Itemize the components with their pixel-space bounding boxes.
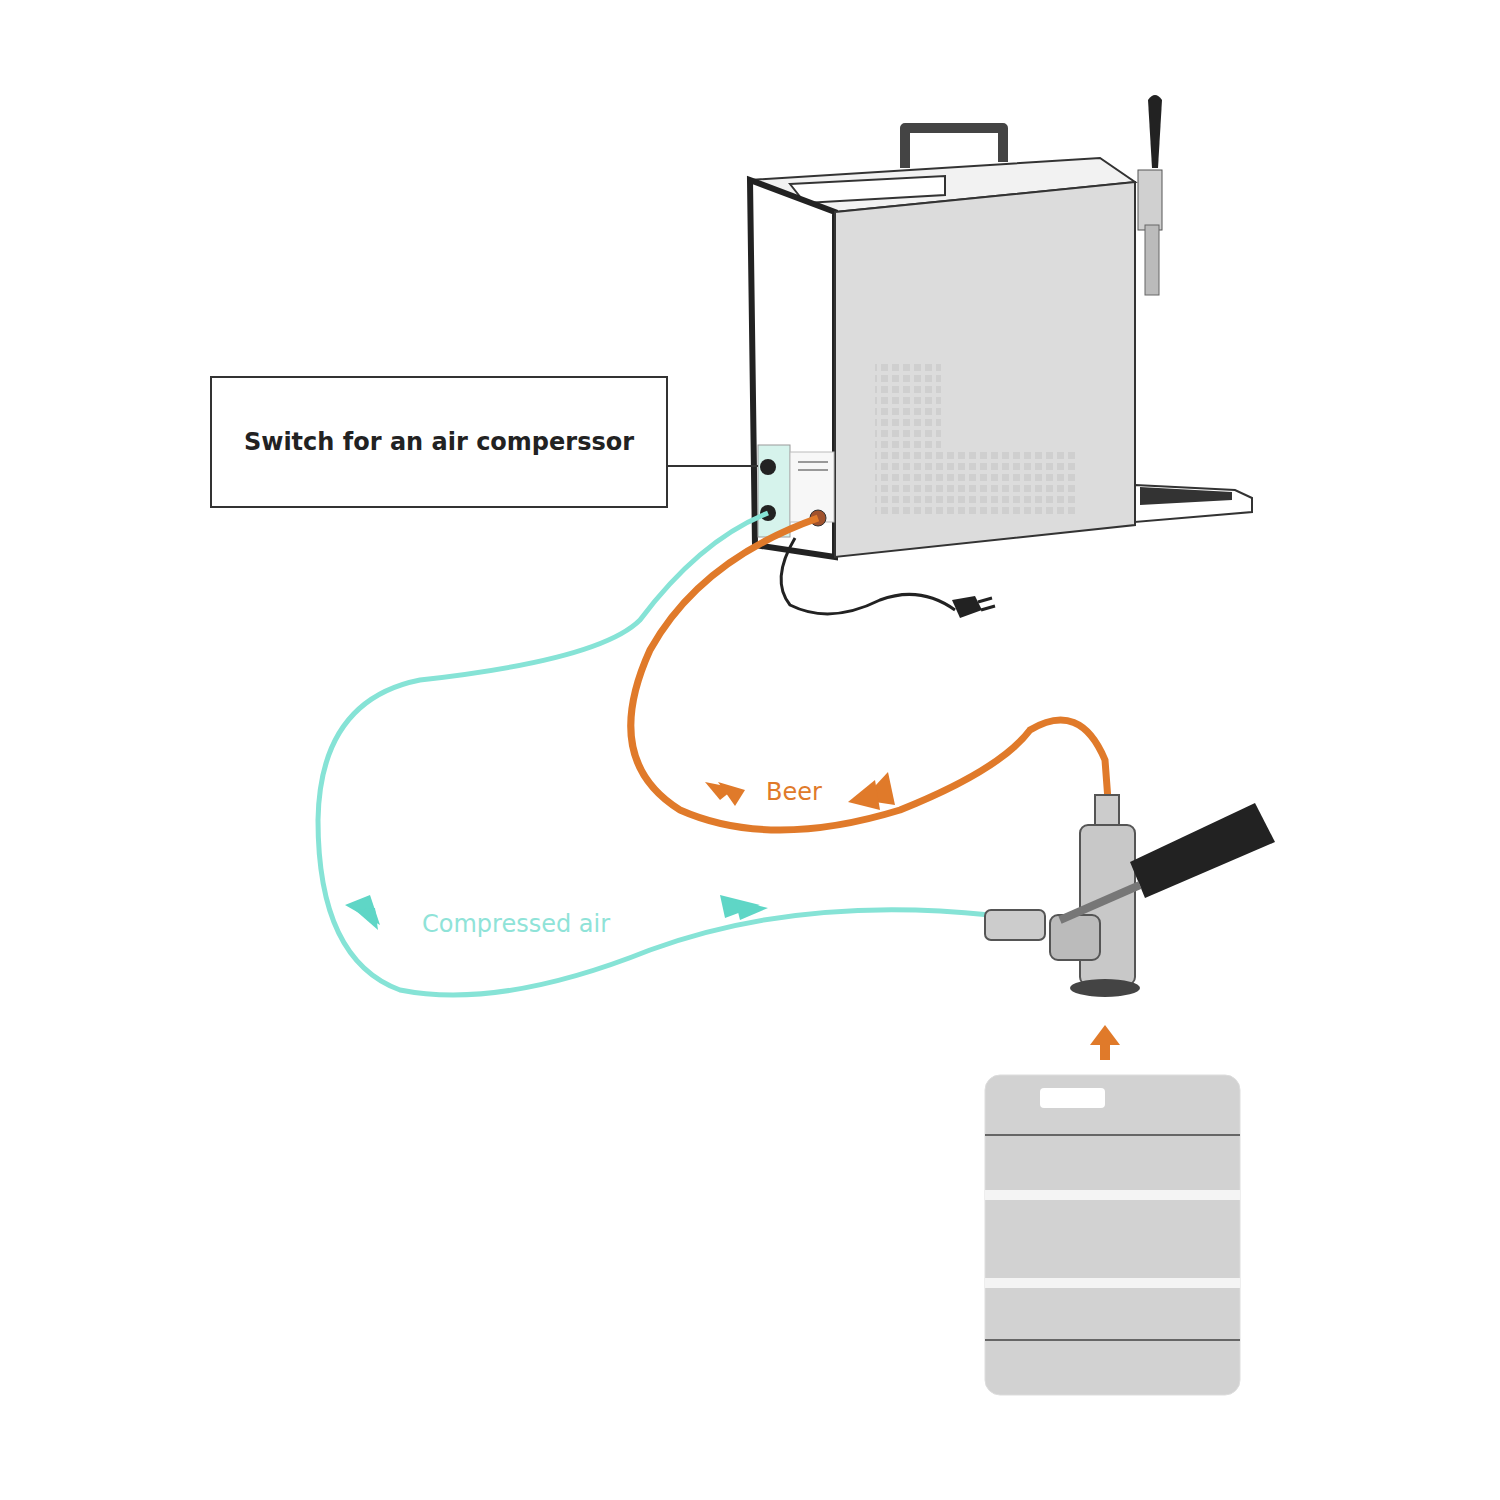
keg-coupler bbox=[985, 795, 1275, 997]
callout-text: Switch for an air comperssor bbox=[244, 428, 634, 456]
air-hose bbox=[318, 513, 990, 995]
beer-hose bbox=[631, 518, 1108, 830]
flow-label: Compressed air bbox=[418, 910, 614, 938]
beer-keg bbox=[985, 1075, 1240, 1395]
dispenser-unit bbox=[750, 95, 1252, 618]
beer-arrows bbox=[705, 772, 1120, 1060]
leader-line bbox=[668, 465, 758, 467]
flow-label: Beer bbox=[762, 778, 826, 806]
callout-box: Switch for an air comperssor bbox=[210, 376, 668, 508]
